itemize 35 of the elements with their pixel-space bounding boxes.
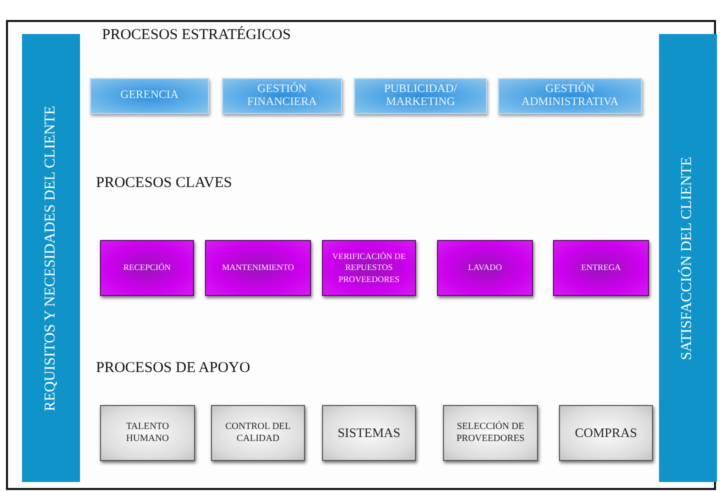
section-heading: PROCESOS CLAVES [96,175,232,192]
key-process-box [553,240,649,296]
process-label: COMPRAS [574,424,638,442]
strategic-process-box [498,78,642,114]
banner-label: SATISFACCIÓN DEL CLIENTE [680,155,696,362]
process-label: LAVADO [467,262,503,274]
process-label: PUBLICIDAD/ MARKETING [383,82,458,110]
key-process-box [100,240,194,296]
support-process-box [211,405,305,461]
process-label: ENTREGA [580,262,622,274]
key-process-box [322,240,416,296]
section-heading: PROCESOS DE APOYO [96,360,250,377]
process-label: VERIFICACIÓN DE REPUESTOS PROVEEDORES [331,251,407,285]
support-process-box [443,405,538,461]
side-banner [22,34,80,482]
process-label: TALENTO HUMANO [125,420,170,446]
key-process-box [437,240,533,296]
process-label: SELECCIÓN DE PROVEEDORES [455,420,526,446]
banner-label: REQUISITOS Y NECESIDADES DEL CLIENTE [42,104,60,413]
support-process-box [100,405,195,461]
support-process-box [322,405,416,461]
side-banner [659,34,717,482]
process-label: GESTIÓN ADMINISTRATIVA [520,82,620,110]
process-label: GESTIÓN FINANCIERA [246,82,318,110]
key-process-box [205,240,311,296]
process-label: RECEPCIÓN [122,262,172,274]
process-label: SISTEMAS [336,424,402,442]
process-label: CONTROL DEL CALIDAD [224,420,292,446]
strategic-process-box [222,78,342,114]
process-label: GERENCIA [119,89,180,103]
support-process-box [559,405,653,461]
strategic-process-box [90,78,209,114]
process-label: MANTENIMIENTO [220,262,296,274]
section-heading: PROCESOS ESTRATÉGICOS [102,27,291,44]
strategic-process-box [354,78,487,114]
